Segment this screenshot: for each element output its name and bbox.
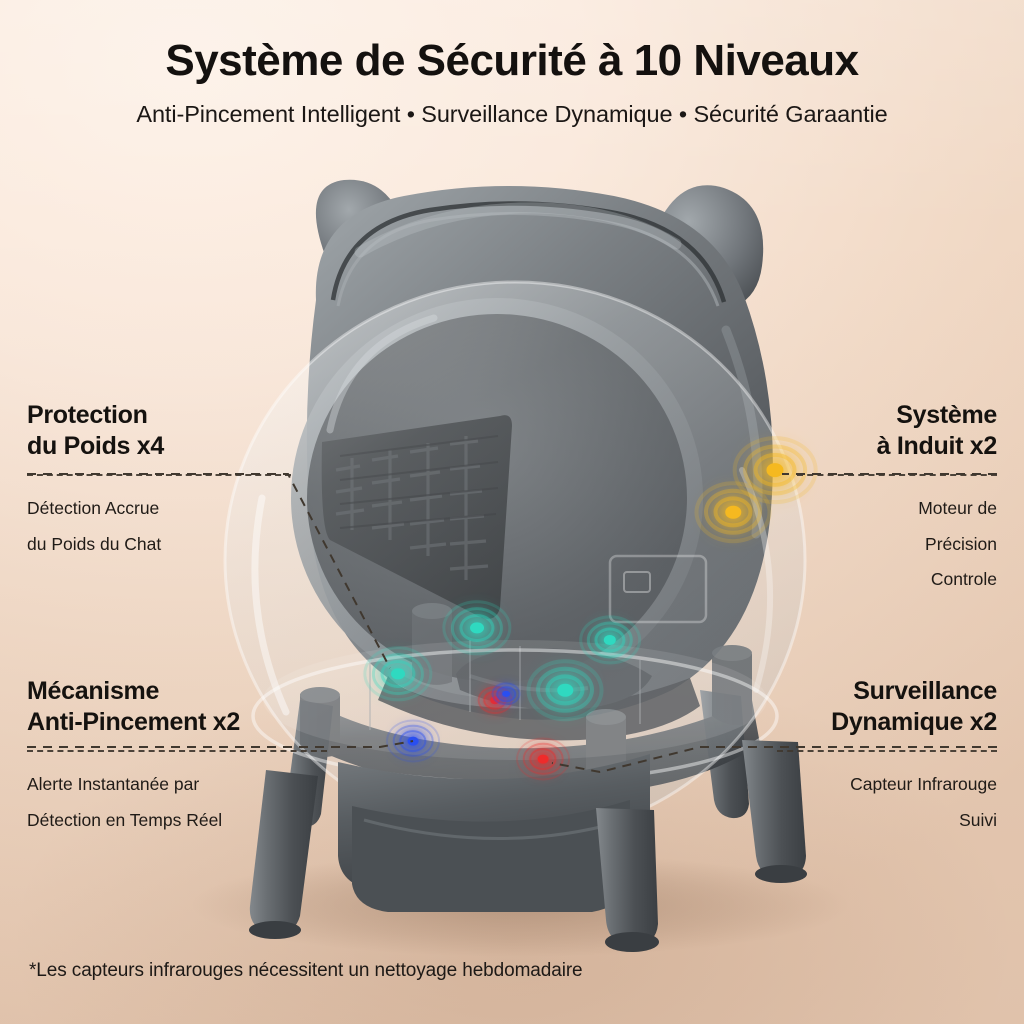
callout-dynamic-monitoring: Surveillance Dynamique x2 Capteur Infrar… [777, 676, 997, 838]
callout-heading: Système à Induit x2 [797, 400, 998, 461]
sensor-yellow-upper [732, 436, 818, 504]
sensor-teal-upper-right-ring-3 [579, 615, 641, 665]
sensor-teal-center [526, 659, 604, 721]
callout-subtext: Moteur de Précision Controle [797, 491, 997, 598]
sensor-blue-front [386, 719, 440, 763]
sensor-teal-upper-left-ring-1 [459, 613, 495, 643]
callout-anti-pinch: Mécanisme Anti-Pincement x2 Alerte Insta… [27, 676, 327, 838]
callout-divider [777, 750, 997, 752]
sensor-teal-upper-left-ring-3 [442, 600, 512, 656]
callout-heading: Surveillance Dynamique x2 [777, 676, 997, 737]
callout-heading-line1: Système [896, 401, 997, 429]
callout-sub-line2: Suivi [959, 809, 997, 830]
sensor-yellow-lower-core [725, 505, 741, 519]
sensor-teal-mid-left [363, 646, 433, 702]
callout-heading-line1: Surveillance [853, 677, 997, 705]
footnote-disclaimer: *Les capteurs infrarouges nécessitent un… [29, 960, 583, 981]
callout-heading: Protection du Poids x4 [27, 400, 291, 461]
sensor-teal-mid-left-core [391, 668, 405, 680]
legs-front-and-drawer [249, 740, 807, 952]
sensor-teal-upper-left [442, 600, 512, 656]
sensor-blue-inner-ring-2 [491, 682, 521, 706]
callout-sub-line3: Controle [930, 569, 997, 590]
callout-subtext: Capteur Infrarouge Suivi [777, 767, 997, 838]
sensor-teal-mid-left-ring-3 [363, 646, 433, 702]
callout-heading-line2: Dynamique x2 [831, 707, 997, 736]
sensor-yellow-upper-ring-2 [743, 444, 807, 496]
callout-sub-line2: du Poids du Chat [27, 533, 162, 554]
sensor-blue-inner-ring-1 [496, 686, 516, 702]
sensor-yellow-lower-ring-3 [694, 481, 772, 543]
callout-divider [27, 474, 291, 476]
sensor-teal-upper-left-core [470, 622, 484, 634]
page-subtitle: Anti-Pincement Intelligent • Surveillanc… [136, 100, 888, 127]
header: Système de Sécurité à 10 Niveaux Anti-Pi… [0, 0, 1024, 128]
sensor-yellow-lower-ring-2 [704, 488, 762, 536]
callout-heading-line1: Protection [27, 401, 148, 429]
callout-sub-line2: Détection en Temps Réel [27, 809, 223, 830]
sensor-yellow-lower-ring-1 [713, 496, 753, 528]
callout-sub-line1: Alerte Instantanée par [27, 774, 200, 794]
sensor-teal-upper-right-core [603, 635, 617, 645]
callout-subtext: Alerte Instantanée par Détection en Temp… [27, 767, 327, 838]
callout-sub-line1: Moteur de [918, 498, 997, 518]
sensor-yellow-upper-ring-1 [753, 452, 797, 488]
callout-heading-line1: Mécanisme [27, 677, 160, 705]
sensor-teal-center-core [557, 683, 573, 697]
sensor-teal-center-ring-1 [545, 674, 585, 706]
sensor-teal-upper-left-ring-2 [450, 607, 504, 649]
sensor-yellow-lower [694, 481, 772, 543]
sensor-red-front [516, 737, 570, 781]
callout-heading: Mécanisme Anti-Pincement x2 [27, 676, 327, 737]
callout-weight-protection: Protection du Poids x4 Détection Accrue … [27, 400, 291, 562]
sensor-teal-center-ring-2 [536, 666, 594, 714]
page-title: Système de Sécurité à 10 Niveaux [165, 36, 859, 85]
callout-sub-line1: Capteur Infrarouge [850, 774, 997, 794]
callout-sub-line2: Précision [925, 533, 997, 554]
sensor-teal-upper-right-ring-1 [594, 627, 626, 653]
sensor-teal-center-ring-3 [526, 659, 604, 721]
sensor-yellow-upper-ring-3 [732, 436, 818, 504]
sensor-yellow-upper-core [766, 463, 784, 477]
callout-divider [27, 750, 327, 752]
callout-heading-line2: Anti-Pincement x2 [27, 707, 241, 736]
sensor-red-front-core [537, 754, 549, 764]
callout-divider [797, 474, 997, 476]
callout-induction-system: Système à Induit x2 Moteur de Précision … [797, 400, 997, 598]
sensor-blue-inner-core [502, 690, 510, 698]
sensor-teal-mid-left-ring-2 [371, 653, 425, 695]
sensor-blue-inner [491, 682, 521, 706]
sensor-teal-upper-right [579, 615, 641, 665]
sensor-teal-mid-left-ring-1 [380, 659, 416, 689]
sensor-blue-front-core [407, 736, 419, 746]
callout-sub-line1: Détection Accrue [27, 498, 160, 518]
sensor-teal-upper-right-ring-2 [586, 621, 634, 659]
callout-subtext: Détection Accrue du Poids du Chat [27, 491, 291, 562]
callout-heading-line2: à Induit x2 [876, 431, 998, 460]
callout-heading-line2: du Poids x4 [27, 431, 165, 460]
